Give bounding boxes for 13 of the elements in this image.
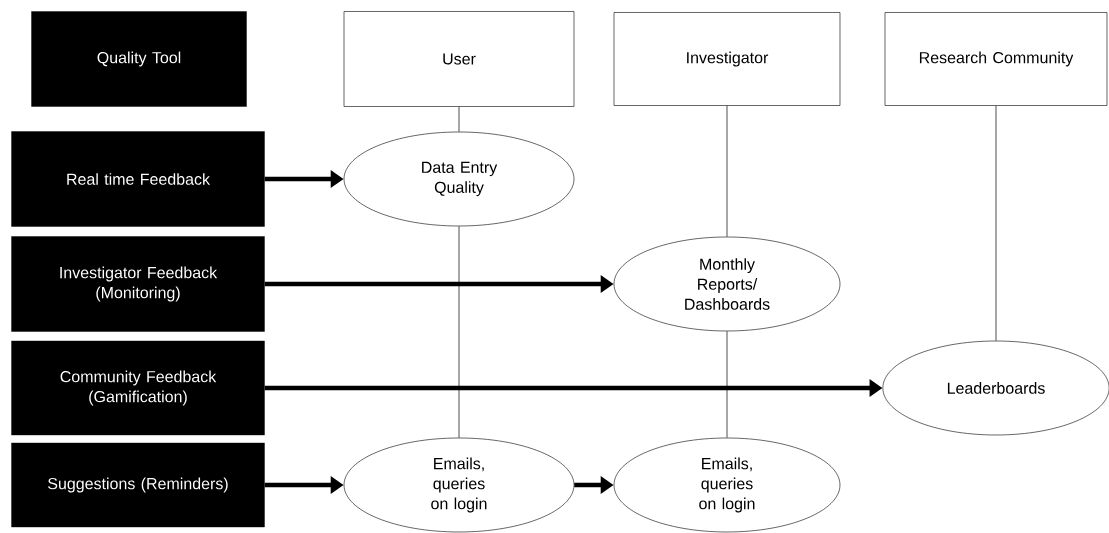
role-box: Research Community <box>884 12 1108 106</box>
connector-line <box>726 105 728 238</box>
category-box: Investigator Feedback (Monitoring) <box>11 236 265 332</box>
category-box: Suggestions (Reminders) <box>11 442 265 528</box>
category-box: Community Feedback (Gamification) <box>11 340 265 436</box>
role-box: User <box>343 11 575 107</box>
connector-line <box>726 330 728 439</box>
role-box: Investigator <box>613 12 841 106</box>
category-box: Quality Tool <box>31 11 247 107</box>
category-box: Real time Feedback <box>11 131 265 227</box>
connector-line <box>458 106 460 133</box>
connector-line <box>458 225 460 439</box>
connector-line <box>995 105 997 342</box>
